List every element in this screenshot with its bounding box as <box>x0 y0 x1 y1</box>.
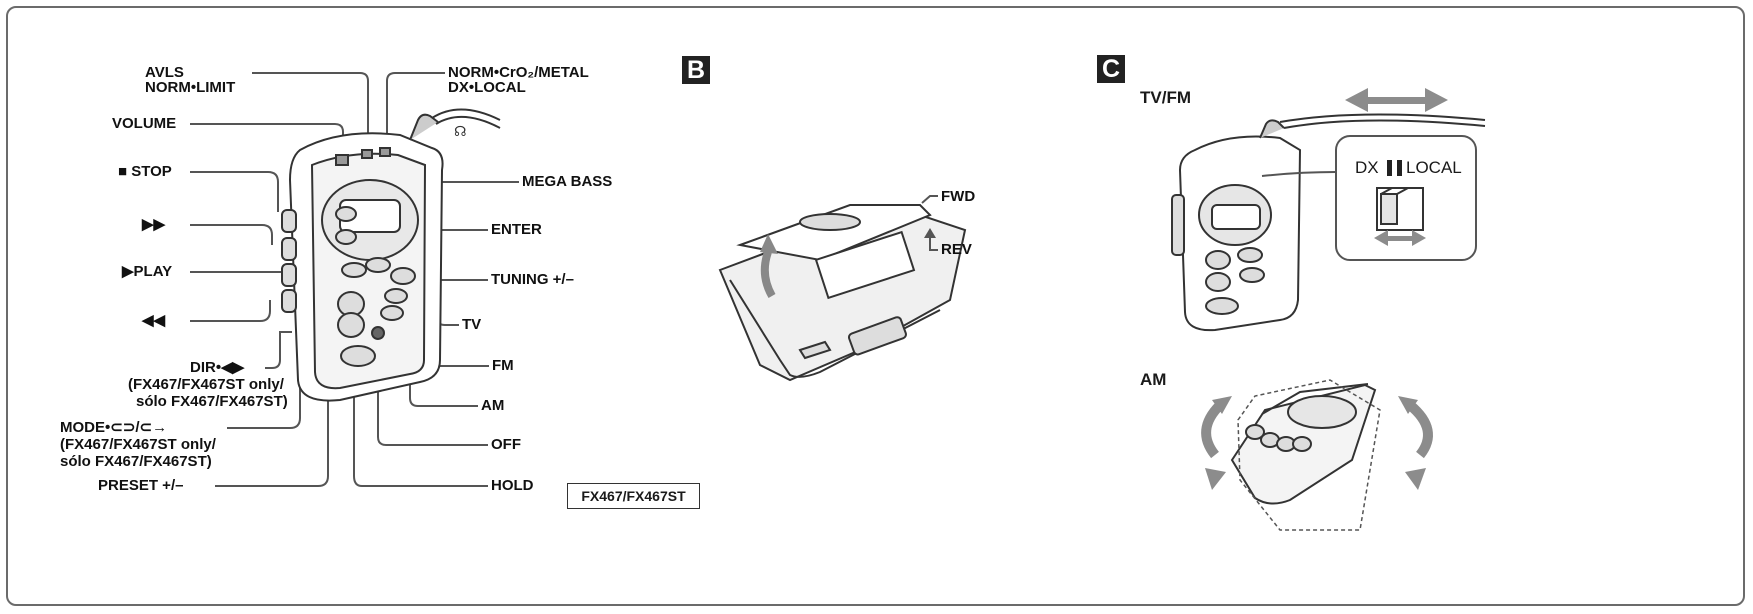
leader-preset <box>215 318 329 487</box>
leader-volume <box>190 123 344 158</box>
label-am-c: AM <box>1140 370 1167 389</box>
walkman-am-device <box>1230 383 1377 505</box>
label-ff: ▶▶ <box>142 216 166 233</box>
label-stop: ■ STOP <box>118 163 172 180</box>
label-solo-2: sólo FX467/FX467ST) <box>60 453 212 470</box>
leader-stop <box>190 171 279 212</box>
label-hold: HOLD <box>491 477 534 494</box>
label-volume: VOLUME <box>112 115 177 132</box>
label-fwd: FWD <box>941 188 976 205</box>
label-enter: ENTER <box>491 221 542 238</box>
leader-ff <box>190 224 273 245</box>
rotate-arrow-left <box>1201 401 1224 459</box>
label-solo-1: sólo FX467/FX467ST) <box>136 393 288 410</box>
walkman-open-cassette <box>718 204 967 382</box>
label-rev: REV <box>941 241 972 258</box>
label-dx: DX <box>1355 158 1379 177</box>
label-tv-fm: TV/FM <box>1140 88 1191 107</box>
label-mode: MODE•⊂⊃/⊂→ <box>60 419 168 436</box>
leader-rew <box>190 300 271 322</box>
section-b-marker: B <box>682 56 710 84</box>
rotate-arrow-right <box>1406 401 1433 459</box>
switch-slide-arrow <box>1374 230 1426 246</box>
label-dir: DIR•◀▶ <box>190 359 245 376</box>
label-dx-local: DX•LOCAL <box>448 79 526 96</box>
section-c-marker: C <box>1097 55 1125 83</box>
label-fm: FM <box>492 357 514 374</box>
label-play: ▶PLAY <box>122 263 173 280</box>
label-tv: TV <box>462 316 482 333</box>
leader-avls <box>252 72 369 150</box>
leader-norm <box>386 72 445 148</box>
model-box: FX467/FX467ST <box>567 483 700 509</box>
label-mega-bass: MEGA BASS <box>522 173 613 190</box>
label-norm-cro2-metal: NORM•CrO₂/METAL <box>448 64 589 81</box>
label-am: AM <box>481 397 505 414</box>
walkman-device-front <box>281 113 444 402</box>
leader-off <box>377 334 488 446</box>
label-off: OFF <box>491 436 521 453</box>
walkman-tvfm-device <box>1171 119 1302 332</box>
leader-mode <box>227 350 301 429</box>
headphone-icon: ☊ <box>454 124 466 140</box>
leader-dir <box>265 331 292 369</box>
antenna-move-arrow <box>1345 88 1448 112</box>
label-rew: ◀◀ <box>142 312 166 329</box>
figure-frame <box>6 6 1745 606</box>
label-norm-limit: NORM•LIMIT <box>145 79 236 96</box>
label-fx-only-2: (FX467/FX467ST only/ <box>60 436 216 453</box>
open-arrow-b <box>760 250 776 298</box>
dx-local-switch <box>1376 187 1424 231</box>
label-fx-only-1: (FX467/FX467ST only/ <box>128 376 284 393</box>
label-avls: AVLS <box>145 64 184 81</box>
label-preset: PRESET +/– <box>98 477 184 494</box>
label-local: LOCAL <box>1406 158 1462 177</box>
leader-am <box>395 329 478 407</box>
label-tuning: TUNING +/– <box>491 271 574 288</box>
leader-hold <box>353 356 488 487</box>
